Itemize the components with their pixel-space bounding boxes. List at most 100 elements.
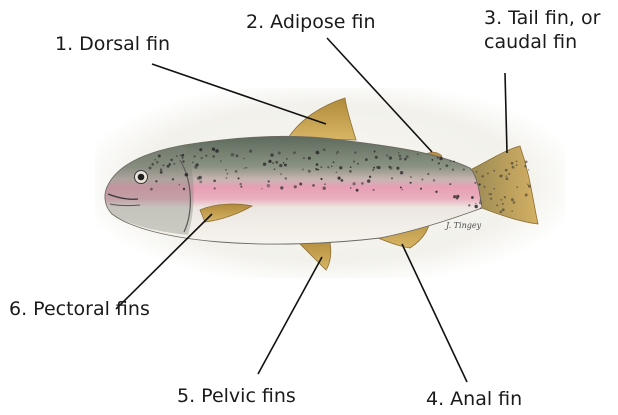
body-spot [235, 170, 238, 173]
body-spot [356, 189, 359, 192]
body-spot [373, 167, 375, 169]
body-spot [396, 167, 399, 170]
tail-spot [516, 186, 518, 188]
body-spot [243, 167, 245, 169]
body-spot [373, 189, 375, 191]
body-spot [318, 169, 320, 171]
body-spot [401, 189, 403, 191]
body-spot [353, 161, 355, 163]
tail-spot [527, 184, 529, 186]
body-spot [400, 187, 402, 189]
body-spot [180, 154, 182, 156]
body-spot [183, 188, 185, 190]
body-spot [286, 158, 288, 160]
tail-spot [474, 182, 476, 184]
body-spot [374, 151, 376, 153]
body-spot [391, 177, 393, 179]
body-spot [308, 170, 311, 173]
body-spot [327, 166, 329, 168]
body-spot [284, 164, 287, 167]
body-spot [453, 195, 456, 198]
body-spot [246, 167, 248, 169]
tail-spot [512, 166, 515, 169]
body-spot [427, 173, 429, 175]
tail-spot [502, 203, 504, 205]
body-spot [172, 178, 174, 180]
body-spot [160, 171, 163, 174]
body-spot [421, 179, 423, 181]
tail-spot [516, 160, 518, 162]
body-spot [316, 151, 319, 154]
tail-spot [480, 199, 482, 201]
body-spot [182, 160, 184, 162]
tail-spot [482, 175, 484, 177]
pelvic-fins-label: 5. Pelvic fins [177, 384, 296, 408]
body-spot [323, 187, 326, 190]
body-spot [176, 155, 178, 157]
tail-spot [502, 208, 505, 211]
body-spot [435, 191, 437, 193]
body-spot [372, 169, 374, 171]
tail-spot [488, 193, 489, 194]
body-spot [352, 182, 355, 185]
body-spot [168, 163, 170, 165]
body-spot [215, 149, 218, 152]
body-spot [449, 183, 451, 185]
body-spot [198, 176, 202, 180]
body-spot [350, 187, 352, 189]
body-spot [220, 160, 221, 161]
body-spot [302, 168, 304, 170]
tail-spot [511, 210, 513, 212]
body-spot [272, 162, 274, 164]
body-spot [400, 171, 403, 174]
body-spot [194, 155, 196, 157]
tail-spot [493, 188, 495, 190]
tail-fin-label: 3. Tail fin, or caudal fin [484, 6, 600, 54]
body-spot [195, 163, 198, 166]
body-spot [375, 156, 378, 159]
body-spot [398, 152, 399, 153]
body-spot [320, 166, 322, 168]
body-spot [173, 163, 175, 165]
tail-spot [513, 201, 516, 204]
tail-spot [525, 194, 528, 197]
anal-fin-label: 4. Anal fin [426, 387, 522, 411]
body-spot [156, 161, 159, 164]
tail-spot [475, 203, 476, 204]
body-spot [237, 177, 239, 179]
tail-spot [511, 162, 514, 165]
body-spot [410, 182, 412, 184]
body-spot [280, 186, 283, 189]
body-spot [263, 163, 266, 166]
body-spot [303, 157, 305, 159]
body-spot [439, 168, 441, 170]
body-spot [179, 184, 181, 186]
body-spot [268, 160, 271, 163]
pupil [138, 174, 145, 181]
body-spot [275, 161, 278, 164]
body-spot [182, 157, 184, 159]
body-spot [323, 148, 326, 151]
body-spot [357, 163, 359, 165]
tail-spot [516, 164, 518, 166]
body-spot [417, 153, 419, 155]
body-spot [155, 180, 157, 182]
body-spot [350, 166, 352, 168]
body-spot [243, 158, 245, 160]
body-spot [437, 156, 439, 158]
body-spot [410, 176, 412, 178]
tail-spot [501, 175, 502, 176]
body-spot [170, 159, 173, 162]
tail-spot [506, 177, 509, 180]
artist-signature: J. Tingey [446, 221, 481, 230]
body-spot [151, 163, 154, 166]
body-spot [267, 184, 270, 187]
tail-spot [493, 170, 495, 172]
tail-spot [484, 186, 486, 188]
adipose-fin-label: 2. Adipose fin [246, 10, 376, 34]
body-spot [333, 161, 335, 163]
body-spot [450, 160, 452, 162]
body-spot [389, 156, 392, 159]
